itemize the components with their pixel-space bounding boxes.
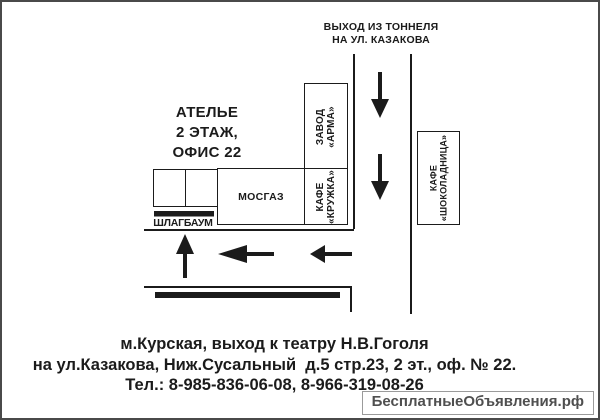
atelier-line2: 2 ЭТАЖ,: [175, 124, 239, 141]
barrier-bar: [154, 211, 214, 217]
watermark-badge: БесплатныеОбъявления.рф: [361, 391, 594, 415]
left-arrow-icon: [218, 245, 274, 263]
tunnel-exit-label: ВЫХОД ИЗ ТОННЕЛЯ НА УЛ. КАЗАКОВА: [271, 21, 491, 46]
entrance-check-box: [185, 169, 218, 207]
address-line3: Тел.: 8-985-836-06-08, 8-966-319-08-26: [125, 376, 424, 394]
down-arrow-icon: [371, 154, 389, 200]
street-edge-bar: [155, 292, 340, 298]
building-cafe-kruzhka: КАФЕ «КРУЖКА»: [304, 168, 348, 225]
building-mosgaz: МОСГАЗ: [217, 168, 305, 225]
left-arrow-icon: [310, 245, 352, 263]
zavod-arma-label: ЗАВОД «АРМА»: [314, 105, 337, 148]
cafe-shokoladnitsa-label: КАФЕ «ШОКОЛАДНИЦА»: [428, 134, 449, 222]
atelier-line1: АТЕЛЬЕ: [175, 104, 239, 121]
entrance-arrow-box: [153, 169, 187, 207]
atelier-label: АТЕЛЬЕ 2 ЭТАЖ, ОФИС 22: [127, 103, 287, 163]
up-arrow-icon: [176, 234, 194, 278]
mosgaz-label: МОСГАЗ: [238, 190, 284, 203]
tunnel-exit-line2: НА УЛ. КАЗАКОВА: [332, 33, 430, 46]
watermark-text: БесплатныеОбъявления.рф: [371, 393, 584, 410]
cafe-kruzhka-label: КАФЕ «КРУЖКА»: [315, 169, 338, 224]
tunnel-exit-line1: ВЫХОД ИЗ ТОННЕЛЯ: [323, 21, 439, 33]
building-zavod-arma: ЗАВОД «АРМА»: [304, 83, 348, 170]
address-line2: на ул.Казакова, Ниж.Сусальный д.5 стр.23…: [32, 355, 517, 374]
building-cafe-shokoladnitsa: КАФЕ «ШОКОЛАДНИЦА»: [417, 131, 460, 225]
address-line1: м.Курская, выход к театру Н.В.Гоголя: [120, 335, 429, 353]
atelier-line3: ОФИС 22: [172, 144, 242, 161]
down-arrow-icon: [371, 72, 389, 118]
barrier-label: ШЛАГБАУМ: [153, 217, 213, 229]
footer-address: м.Курская, выход к театру Н.В.Гоголя на …: [2, 334, 547, 396]
